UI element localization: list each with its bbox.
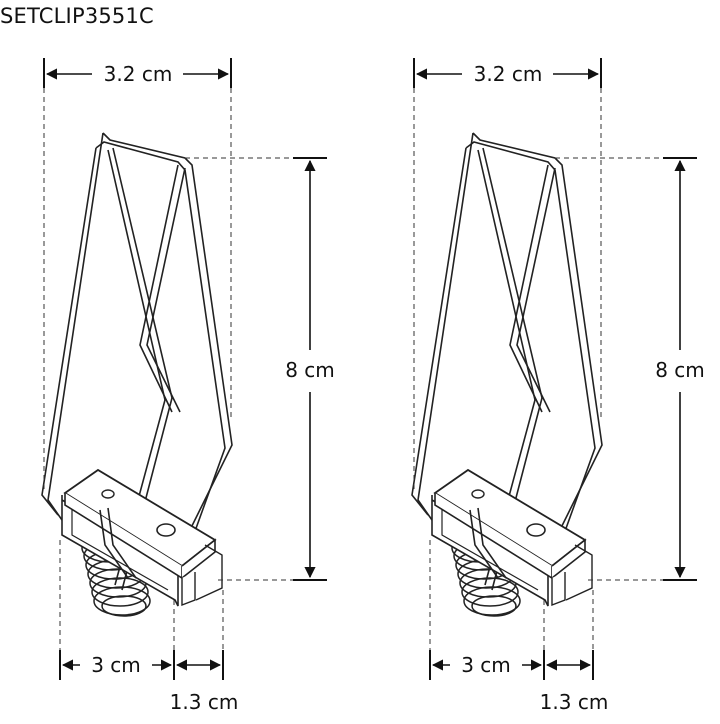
height-label-left: 8 cm [285,358,335,382]
clip-drawing-right [411,132,603,617]
offset-label-right: 1.3 cm [540,690,609,714]
height-label-right: 8 cm [655,358,705,382]
clip-right: 3.2 cm 8 cm 3 cm 1.3 cm [411,58,705,714]
clip-left: 3.2 cm 8 cm 3 cm 1.3 cm [41,58,335,714]
base-label-right: 3 cm [461,653,511,677]
base-label-left: 3 cm [91,653,141,677]
width-label-left: 3.2 cm [104,62,173,86]
clip-drawing-left [41,132,233,617]
width-label-right: 3.2 cm [474,62,543,86]
product-code: SETCLIP3551C [0,4,154,28]
offset-label-left: 1.3 cm [170,690,239,714]
